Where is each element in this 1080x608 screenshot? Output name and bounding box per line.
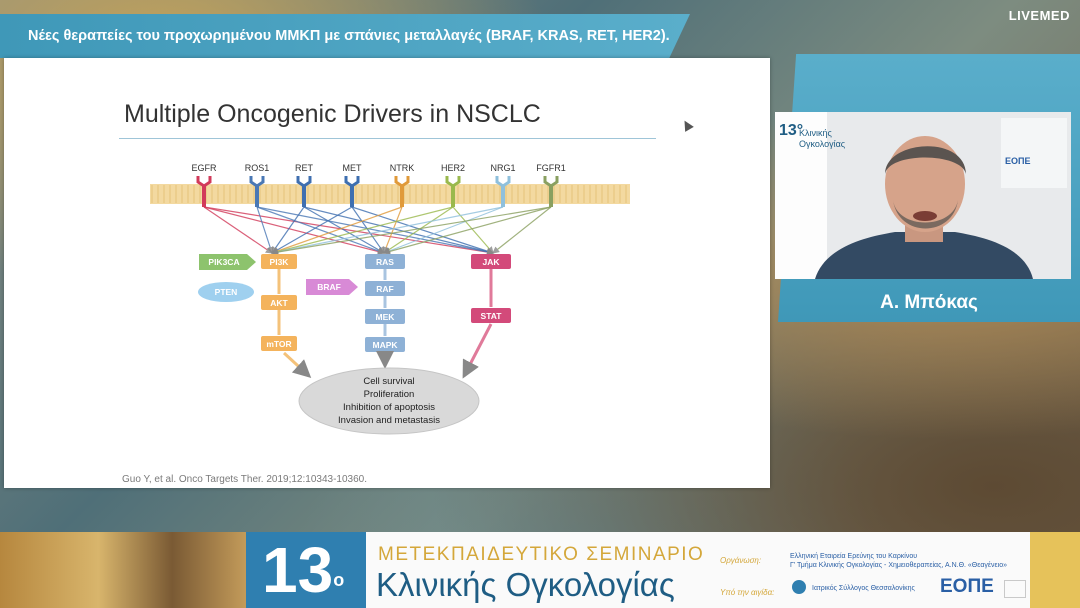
- node-pi3k: PI3K: [261, 254, 297, 269]
- receptor-label: EGFR: [191, 163, 217, 173]
- svg-text:JAK: JAK: [482, 257, 500, 267]
- livemed-logo: LIVEMED: [1009, 8, 1070, 23]
- label-pten: PTEN: [198, 282, 254, 302]
- svg-text:PTEN: PTEN: [215, 287, 238, 297]
- node-mtor: mTOR: [261, 336, 297, 351]
- receptor-label: RET: [295, 163, 314, 173]
- organizer-line2: Γ' Τμήμα Κλινικής Ογκολογίας - Χημειοθερ…: [790, 561, 1007, 570]
- banner-title: Κλινικής Ογκολογίας: [376, 566, 675, 604]
- byzantine-art-image: [0, 532, 246, 608]
- svg-text:STAT: STAT: [481, 311, 503, 321]
- svg-text:PI3K: PI3K: [270, 257, 290, 267]
- organizer-text: Ελληνική Εταιρεία Ερεύνης του Καρκίνου Γ…: [790, 552, 1007, 570]
- auspices-label: Υπό την αιγίδα:: [720, 588, 774, 597]
- speaker-silhouette-icon: [775, 112, 1071, 279]
- receptor-label: FGFR1: [536, 163, 566, 173]
- svg-text:BRAF: BRAF: [317, 282, 341, 292]
- label-pik3ca: PIK3CA: [199, 254, 256, 270]
- outcome-label: Cell survival: [363, 376, 414, 387]
- small-logo-icon: [1004, 580, 1026, 598]
- svg-text:RAF: RAF: [376, 284, 393, 294]
- node-ras: RAS: [365, 254, 405, 269]
- node-akt: AKT: [261, 295, 297, 310]
- banner-number: 13ο: [262, 536, 344, 604]
- outcome-label: Invasion and metastasis: [338, 415, 440, 426]
- node-raf: RAF: [365, 281, 405, 296]
- node-stat: STAT: [471, 308, 511, 323]
- speaker-name: Α. Μπόκας: [778, 288, 1080, 318]
- pathway-arrow: [464, 324, 491, 376]
- receptor-label: HER2: [441, 163, 465, 173]
- svg-text:MEK: MEK: [376, 312, 396, 322]
- signal-arrow: [204, 207, 493, 253]
- svg-text:PIK3CA: PIK3CA: [208, 257, 239, 267]
- signal-arrow: [304, 207, 493, 253]
- node-jak: JAK: [471, 254, 511, 269]
- slide-citation: Guo Y, et al. Onco Targets Ther. 2019;12…: [122, 474, 367, 485]
- eope-logo: ΕΟΠΕ: [940, 576, 994, 598]
- event-banner: 13ο ΜΕΤΕΚΠΑΙΔΕΥΤΙΚΟ ΣΕΜΙΝΑΡΙΟ Κλινικής Ο…: [0, 532, 1080, 608]
- organizer-label: Οργάνωση:: [720, 556, 761, 565]
- receptor-label: NRG1: [490, 163, 515, 173]
- receptor-label: NTRK: [390, 163, 415, 173]
- medical-association-seal-icon: [792, 580, 806, 594]
- oncogenic-pathway-diagram: EGFR ROS1 RET MET NTRK HER2 NRG1 FGFR1 PI3K AKT m…: [4, 58, 770, 488]
- signal-arrow: [493, 207, 551, 253]
- cell-membrane: [150, 184, 630, 204]
- banner-subtitle: ΜΕΤΕΚΠΑΙΔΕΥΤΙΚΟ ΣΕΜΙΝΑΡΙΟ: [378, 544, 704, 566]
- session-title: Νέες θεραπείες του προχωρημένου ΜΜΚΠ με …: [28, 28, 670, 44]
- pathway-arrow: [284, 353, 309, 376]
- speaker-video: 13° Κλινικής Ογκολογίας ΕΟΠΕ: [775, 112, 1071, 279]
- svg-text:MAPK: MAPK: [372, 340, 398, 350]
- node-mapk: MAPK: [365, 337, 405, 352]
- svg-text:RAS: RAS: [376, 257, 394, 267]
- svg-text:AKT: AKT: [270, 298, 288, 308]
- label-braf: BRAF: [306, 279, 358, 295]
- signal-arrow: [257, 207, 272, 253]
- signal-arrow: [272, 207, 551, 253]
- organizer-line1: Ελληνική Εταιρεία Ερεύνης του Καρκίνου: [790, 552, 1007, 561]
- banner-end-strip: [1030, 532, 1080, 608]
- auspices-text: Ιατρικός Σύλλογος Θεσσαλονίκης: [812, 585, 915, 592]
- outcome-label: Inhibition of apoptosis: [343, 402, 435, 413]
- node-mek: MEK: [365, 309, 405, 324]
- session-title-bar: Νέες θεραπείες του προχωρημένου ΜΜΚΠ με …: [0, 14, 690, 58]
- signal-arrow: [204, 207, 272, 253]
- receptor-label: ROS1: [245, 163, 270, 173]
- svg-text:mTOR: mTOR: [266, 339, 291, 349]
- receptor-label: MET: [343, 163, 363, 173]
- signal-arrow: [257, 207, 384, 253]
- outcome-label: Proliferation: [364, 389, 415, 400]
- presentation-slide: Multiple Oncogenic Drivers in NSCLC EGFR…: [4, 58, 770, 488]
